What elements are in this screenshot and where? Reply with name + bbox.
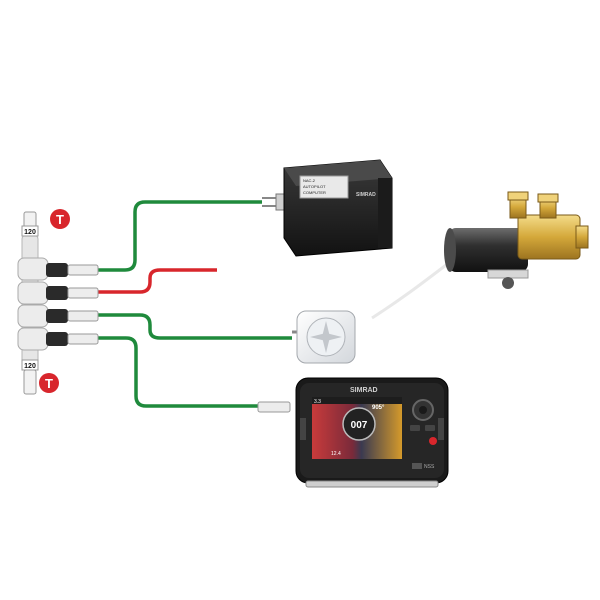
tee-connector <box>17 257 49 281</box>
pump-motor <box>448 228 528 272</box>
terminator-bottom: 120 T <box>21 359 59 395</box>
terminator-badge-label-bottom: T <box>45 376 53 391</box>
plotter-brand: SIMRAD <box>350 387 378 394</box>
drop-connector <box>46 332 99 346</box>
compass-sensor <box>292 310 356 364</box>
terminator-top: 120 T <box>21 209 70 237</box>
terminator-badge-top <box>50 209 70 229</box>
tee-connector <box>17 304 49 328</box>
autopilot-computer: NAC-2 AUTOPILOT COMPUTER SIMRAD <box>262 159 393 257</box>
chartplotter: SIMRAD 3.3 905° 007 12.4 NSS <box>257 377 449 488</box>
plotter-key[interactable] <box>410 425 420 431</box>
drop-connector <box>46 309 99 323</box>
cable-to-sensor <box>98 313 292 340</box>
screen-heading: 905° <box>372 405 385 411</box>
drop-connector <box>46 286 99 300</box>
control-unit-label-line-3: COMPUTER <box>303 190 326 195</box>
cable-to-control-unit <box>98 200 262 272</box>
hydraulic-pump <box>444 191 589 289</box>
terminator-badge-bottom <box>39 373 59 393</box>
drop-connector <box>46 263 99 277</box>
control-unit-label-line-1: NAC-2 <box>303 178 316 183</box>
screen-top-left-readout: 3.3 <box>314 399 321 405</box>
terminator-rating-bottom: 120 <box>24 363 36 370</box>
terminator-badge-label-top: T <box>56 212 64 227</box>
screen-course: 007 <box>351 420 368 431</box>
plotter-model: NSS <box>424 464 435 470</box>
plotter-power-button[interactable] <box>429 437 437 445</box>
control-unit-connector <box>262 197 278 207</box>
cable-pump-white <box>371 260 451 320</box>
plotter-bracket <box>305 480 439 488</box>
control-unit-logo: SIMRAD <box>356 192 376 198</box>
cable-to-plotter <box>98 336 258 408</box>
pump-brass-body <box>517 214 581 260</box>
control-unit-label-line-2: AUTOPILOT <box>303 184 326 189</box>
network-backbone: 120 T 120 T <box>17 209 99 395</box>
screen-depth: 12.4 <box>331 451 341 457</box>
cables <box>98 200 451 408</box>
pump-foot <box>487 269 529 279</box>
control-unit-label <box>299 175 349 199</box>
screen-compass-dial <box>342 407 376 441</box>
tee-connector <box>17 281 49 305</box>
terminator-rating-top: 120 <box>24 229 36 236</box>
plotter-key[interactable] <box>425 425 435 431</box>
tee-connector <box>17 327 49 351</box>
plotter-card-slot <box>412 463 422 469</box>
cable-power-red <box>98 268 217 294</box>
